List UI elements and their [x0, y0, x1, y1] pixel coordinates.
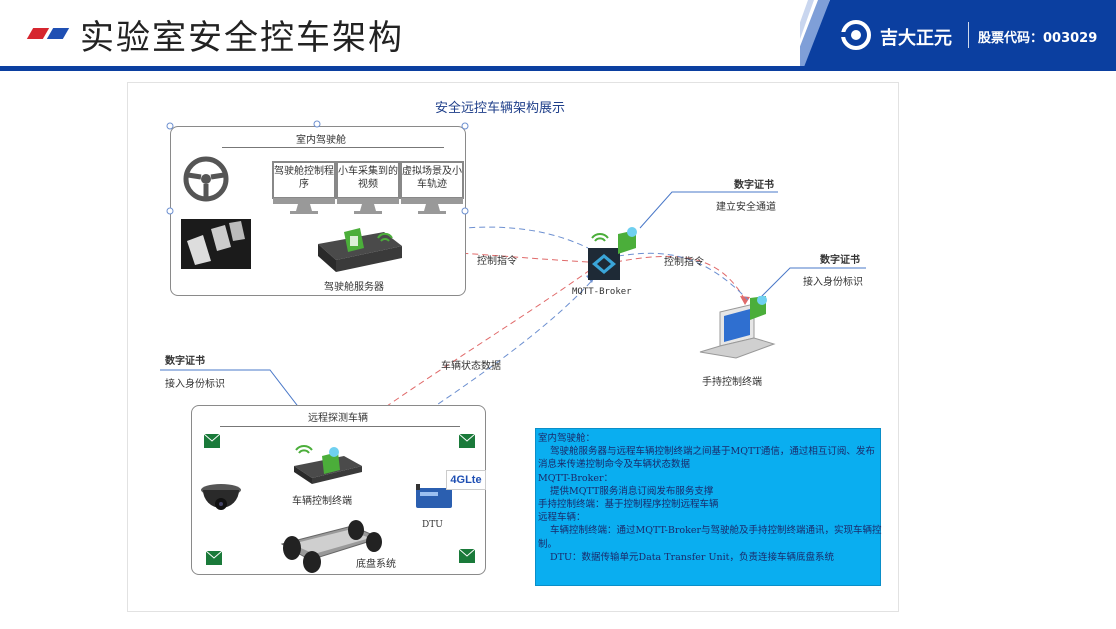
- cert-broker-desc: 建立安全通道: [716, 202, 776, 213]
- cockpit-server-label: 驾驶舱服务器: [324, 282, 384, 293]
- info-line: 车辆控制终端：通过MQTT-Broker与驾驶舱及手持控制终端通讯，实现车辆控: [550, 525, 882, 537]
- info-line: MQTT-Broker：: [538, 472, 614, 484]
- brand-name: 吉大正元: [880, 28, 952, 49]
- broker-icon: [588, 227, 637, 280]
- vehicle-status-label: 车辆状态数据: [441, 361, 501, 372]
- cert-vehicle-title: 数字证书: [165, 356, 205, 367]
- vehicle-label: 远程探测车辆: [308, 413, 368, 424]
- info-line: 室内驾驶舱：: [538, 433, 596, 444]
- server-icon: [318, 228, 402, 272]
- monitor-icon-3: [400, 161, 464, 214]
- vehicle-terminal-label: 车辆控制终端: [292, 496, 352, 507]
- monitor-label-2: 小车采集到的视频: [338, 166, 398, 190]
- brand-logo-icon: [840, 20, 871, 50]
- info-line: 消息来传递控制命令及车辆状态数据: [538, 459, 691, 471]
- envelope-icon-bottom-right: [459, 549, 475, 563]
- cockpit-label-rule: [222, 147, 444, 148]
- steering-wheel-icon: [183, 156, 229, 202]
- cert-vehicle-desc: 接入身份标识: [165, 379, 225, 390]
- header: 实验室安全控车架构 吉大正元 股票代码：003029: [0, 0, 1116, 72]
- monitor-icon-2: [336, 161, 400, 214]
- diagram-title: 安全远控车辆架构展示: [435, 101, 566, 116]
- cockpit-selection-handles: [166, 120, 469, 215]
- vehicle-label-rule: [220, 426, 460, 427]
- header-underline: [0, 66, 1116, 71]
- info-line: 驾驶舱服务器与远程车辆控制终端之间基于MQTT通信，通过相互订阅、发布: [550, 446, 875, 458]
- info-line: 提供MQTT服务消息订阅发布服务支撑: [550, 485, 714, 497]
- handheld-label: 手持控制终端: [702, 377, 762, 388]
- camera-icon: [201, 484, 241, 510]
- envelope-icon-top-right: [459, 434, 475, 448]
- envelope-icon-top-left: [204, 434, 220, 448]
- laptop-icon: [699, 296, 776, 359]
- monitor-label-1: 驾驶舱控制程序: [274, 166, 334, 190]
- chassis-icon: [280, 520, 382, 573]
- cert-broker-title: 数字证书: [734, 180, 774, 191]
- cockpit-label: 室内驾驶舱: [296, 135, 346, 146]
- handheld-control-command-label: 控制指令: [664, 257, 704, 268]
- broker-label: MQTT-Broker: [572, 287, 632, 297]
- info-line: 手持控制终端：基于控制程序控制远程车辆: [538, 499, 719, 511]
- info-panel: 室内驾驶舱： 驾驶舱服务器与远程车辆控制终端之间基于MQTT通信，通过相互订阅、…: [535, 428, 882, 586]
- monitor-label-3: 虚拟场景及小车轨迹: [402, 166, 462, 190]
- page-title: 实验室安全控车架构: [80, 18, 404, 58]
- info-line: 制。: [538, 538, 558, 550]
- brand-banner: [800, 0, 1116, 67]
- chassis-label: 底盘系统: [356, 559, 396, 570]
- dtu-label: DTU: [422, 520, 443, 530]
- cert-handheld-title: 数字证书: [820, 255, 860, 266]
- dtu-icon: [416, 484, 452, 508]
- brand-divider: [968, 22, 969, 48]
- cert-handheld-desc: 接入身份标识: [803, 277, 863, 288]
- stock-code: 股票代码：003029: [978, 31, 1098, 46]
- lte-badge: 4GLte: [446, 470, 486, 490]
- pedals-icon: [181, 219, 251, 269]
- monitor-icon-1: [272, 161, 336, 214]
- envelope-icon-bottom-left: [206, 551, 222, 565]
- control-command-label: 控制指令: [477, 256, 517, 267]
- info-line: 远程车辆：: [538, 512, 586, 524]
- vehicle-terminal-icon: [294, 445, 362, 484]
- info-line: DTU：数据传输单元Data Transfer Unit，负责连接车辆底盘系统: [550, 551, 834, 563]
